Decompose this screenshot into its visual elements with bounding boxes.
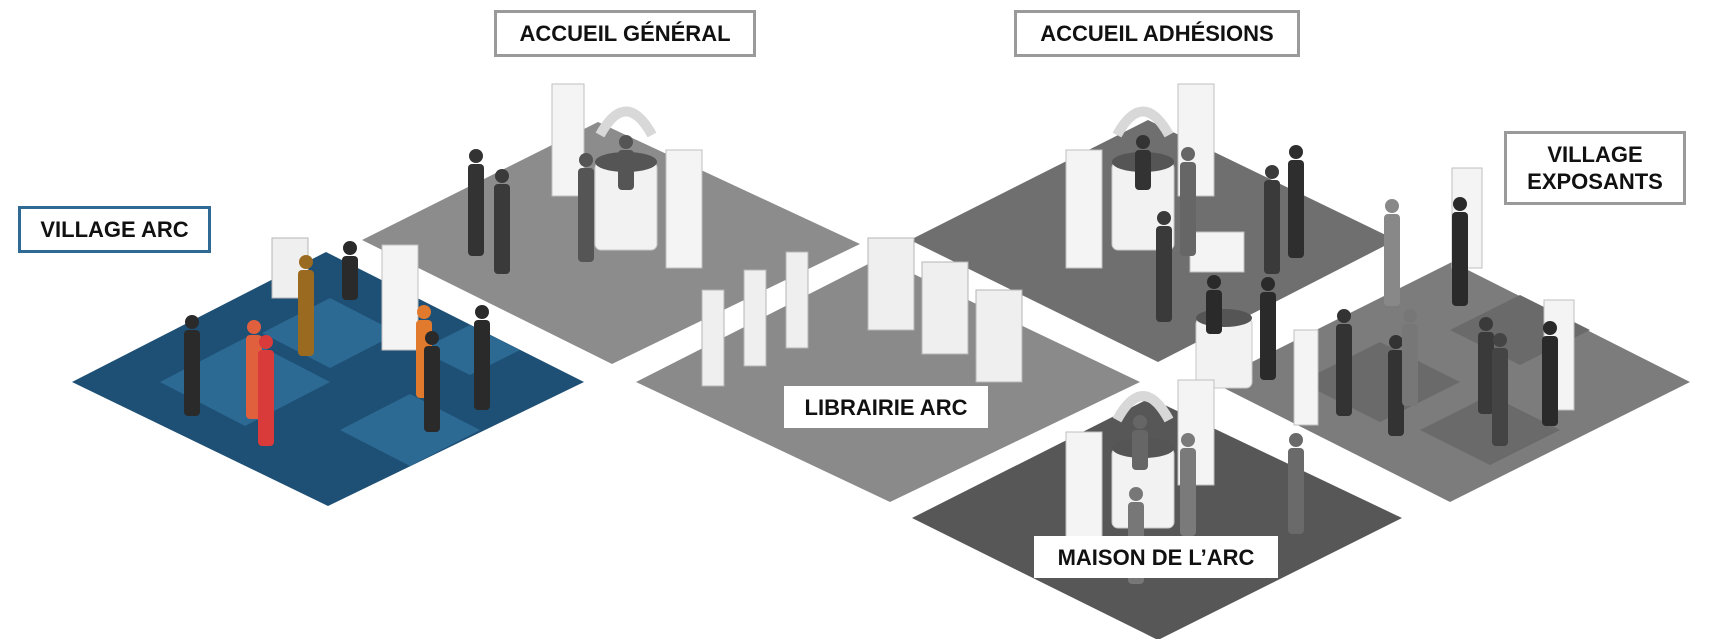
label-librairie-arc: LIBRAIRIE ARC [784,386,988,428]
person-icon [578,153,594,262]
person-icon [494,169,510,274]
person-icon [618,135,634,190]
person-icon [1542,321,1558,426]
person-icon [1135,135,1151,190]
person-icon [1336,309,1352,416]
person-icon [342,241,358,300]
person-icon [258,335,274,446]
person-icon [474,305,490,410]
person-icon [1492,333,1508,446]
person-icon [468,149,484,256]
label-maison-arc: MAISON DE L’ARC [1034,536,1278,578]
person-icon [1288,433,1304,534]
person-icon [1478,317,1494,414]
person-icon [1180,433,1196,536]
person-icon [1402,309,1418,406]
village-arc-floor [72,252,584,506]
label-village-exposants-line2: EXPOSANTS [1527,169,1663,194]
banner-stand-icon [381,83,1575,538]
person-icon [1206,275,1222,334]
label-accueil-general: ACCUEIL GÉNÉRAL [494,10,756,57]
person-icon [1288,145,1304,258]
person-icon [1180,147,1196,256]
person-icon [1264,165,1280,274]
person-icon [1384,199,1400,306]
people-figures [184,135,1558,584]
person-icon [1156,211,1172,322]
person-icon [184,315,200,416]
info-desk-icon [1195,309,1253,389]
person-icon [298,255,314,356]
person-icon [424,331,440,432]
label-accueil-adhesions: ACCUEIL ADHÉSIONS [1014,10,1300,57]
label-village-exposants: VILLAGE EXPOSANTS [1504,131,1686,205]
brochure-rack-icon [271,237,1023,387]
person-icon [1452,197,1468,306]
label-village-exposants-line1: VILLAGE [1547,142,1643,167]
person-icon [1260,277,1276,380]
label-village-arc: VILLAGE ARC [18,206,211,253]
person-icon [1388,335,1404,436]
person-icon [1132,415,1148,470]
